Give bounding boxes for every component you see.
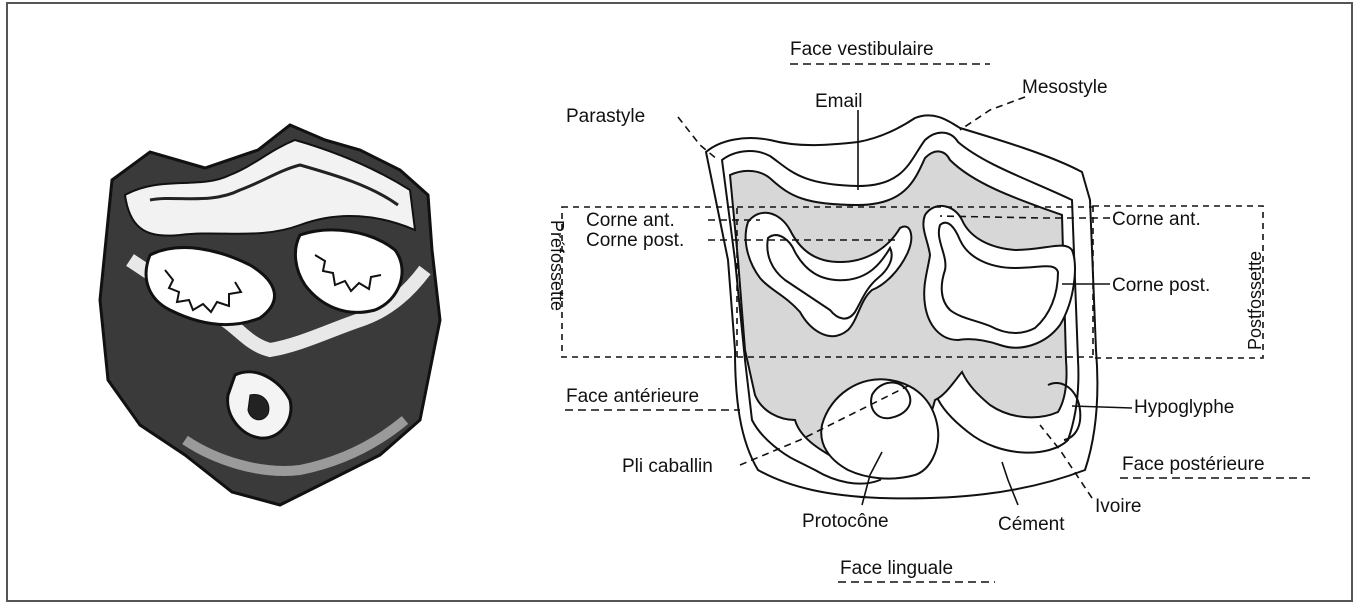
label-corne-ant-right: Corne ant. [1112, 209, 1201, 230]
label-email: Email [815, 91, 863, 112]
label-protocone: Protocône [802, 511, 889, 532]
title-face-vestibulaire: Face vestibulaire [790, 39, 934, 60]
tooth-diagram [562, 115, 1263, 498]
label-ivoire: Ivoire [1095, 496, 1141, 517]
title-face-anterieure: Face antérieure [566, 386, 699, 407]
label-parastyle: Parastyle [566, 106, 645, 127]
label-corne-ant-left: Corne ant. [586, 210, 675, 231]
title-face-linguale: Face linguale [840, 558, 953, 579]
title-face-posterieure: Face postérieure [1122, 454, 1265, 475]
label-mesostyle: Mesostyle [1022, 77, 1108, 98]
label-hypoglyphe: Hypoglyphe [1134, 397, 1234, 418]
label-postfossette: Postfossette [1245, 251, 1265, 350]
label-corne-post-left: Corne post. [586, 230, 684, 251]
label-cement: Cément [998, 514, 1065, 535]
tooth-photo [100, 125, 440, 505]
label-corne-post-right: Corne post. [1112, 275, 1210, 296]
label-pli-caballin: Pli caballin [622, 456, 713, 477]
label-prefossette: Préfossette [547, 220, 567, 311]
